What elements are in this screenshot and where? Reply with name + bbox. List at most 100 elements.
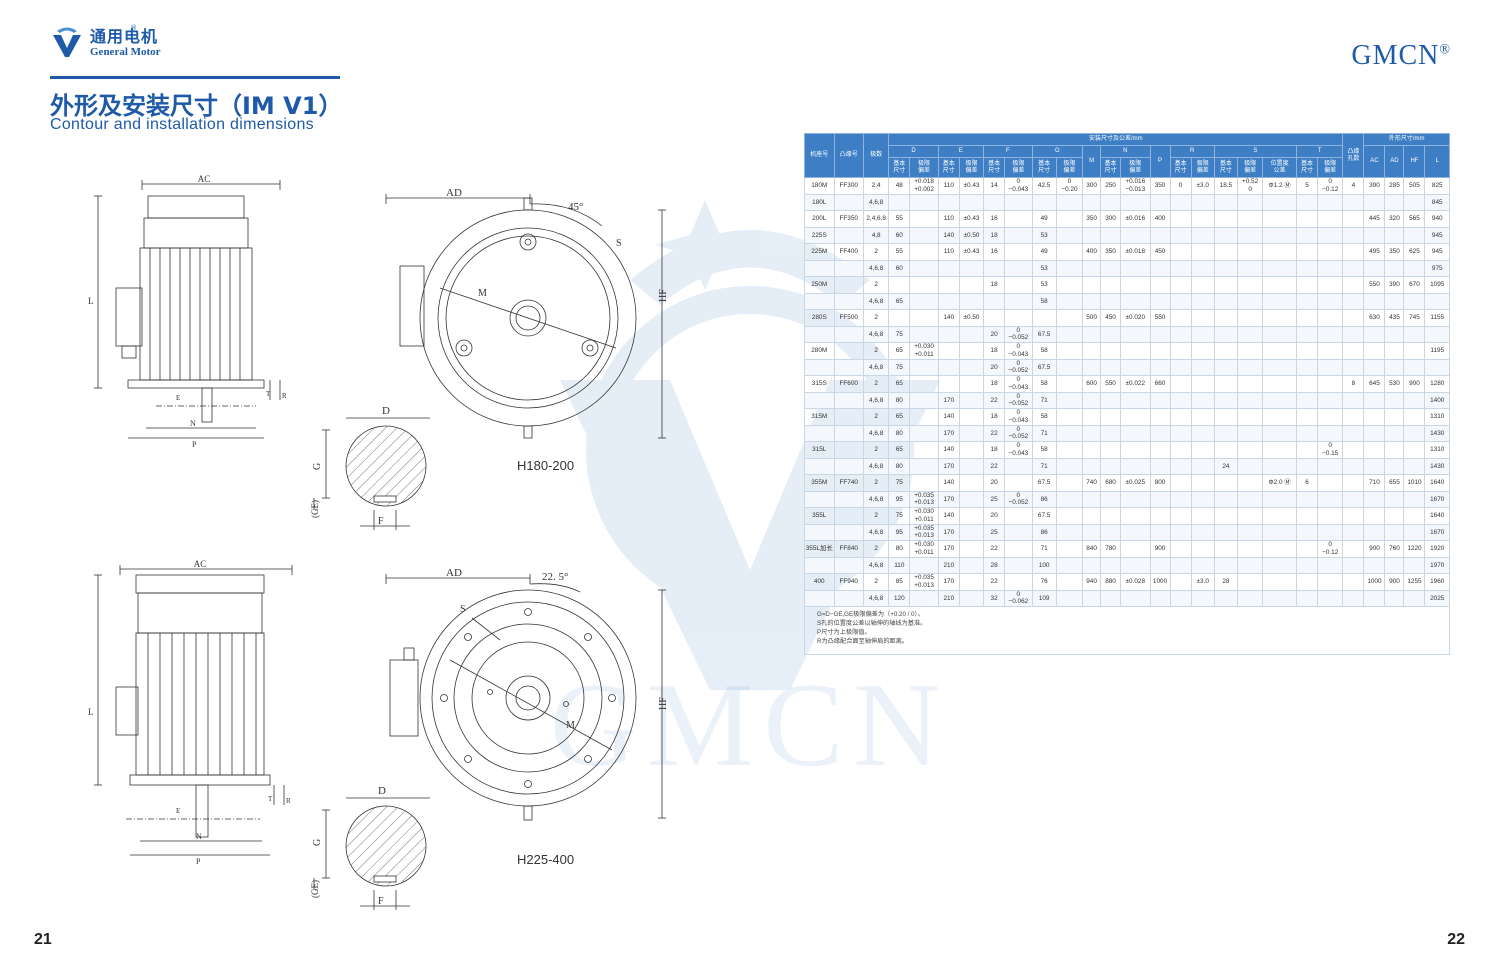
dim-f-label: F <box>378 516 384 527</box>
table-cell <box>1082 391 1102 409</box>
table-cell: 80 <box>888 457 911 475</box>
table-cell: 1670 <box>1424 490 1450 508</box>
table-cell <box>1120 490 1151 508</box>
table-cell: +0.52 0 <box>1236 177 1264 195</box>
table-cell <box>1317 424 1344 442</box>
table-cell <box>1262 309 1297 327</box>
table-cell <box>1004 276 1033 294</box>
table-cell <box>1149 556 1171 574</box>
table-cell: 4,6,8 <box>862 424 890 442</box>
table-cell <box>1384 556 1405 574</box>
sub-g-basic: 基本 尺寸 <box>1031 157 1057 178</box>
table-cell <box>1384 424 1405 442</box>
table-cell <box>1262 556 1297 574</box>
table-cell <box>958 375 985 393</box>
table-cell: 350 <box>1100 243 1122 261</box>
table-cell: 140 <box>937 507 960 525</box>
table-cell <box>1004 226 1033 244</box>
table-cell: 900 <box>1149 540 1171 558</box>
table-cell: 180M <box>804 177 835 195</box>
table-cell <box>1082 457 1102 475</box>
table-cell: 5 <box>1295 177 1319 195</box>
table-cell <box>1055 193 1084 211</box>
shaft-section-h225-svg: D G (GE) F <box>310 785 430 910</box>
table-cell: 0 −0.043 <box>1004 375 1033 393</box>
table-cell <box>958 457 985 475</box>
table-cell: 28 <box>1213 573 1238 591</box>
angle-label-2: 22. 5° <box>542 571 568 583</box>
header-flange: 凸缘号 <box>833 133 864 178</box>
brand-registered-mark: ® <box>1439 42 1451 58</box>
shaft-section-drawing-h180: D G (GE) F <box>300 400 440 540</box>
table-cell: 210 <box>937 589 960 607</box>
table-cell: 18 <box>983 408 1006 426</box>
table-cell <box>1262 441 1297 459</box>
table-cell <box>1262 589 1297 607</box>
table-cell <box>1295 375 1319 393</box>
note-item: S孔的位置度公差以轴伸的轴线为基准。 <box>817 620 927 627</box>
table-cell <box>1149 259 1171 277</box>
header-t: T <box>1295 145 1344 158</box>
table-cell <box>1236 226 1264 244</box>
dim-s-label-2: S <box>460 604 466 615</box>
dim-ac-label-2: AC <box>194 559 207 569</box>
table-cell <box>888 309 911 327</box>
table-cell <box>1100 292 1122 310</box>
table-cell <box>1262 391 1297 409</box>
table-cell <box>1262 457 1297 475</box>
table-cell <box>1120 408 1151 426</box>
table-cell <box>909 358 939 376</box>
table-cell <box>1004 292 1033 310</box>
table-cell <box>1082 259 1102 277</box>
table-cell: 58 <box>1031 408 1057 426</box>
table-cell: 65 <box>888 408 911 426</box>
table-cell: Φ2.0 Ⓜ <box>1262 474 1297 492</box>
table-cell <box>1403 457 1426 475</box>
table-cell: 140 <box>937 474 960 492</box>
table-cell: 530 <box>1384 375 1405 393</box>
table-cell <box>1342 210 1365 228</box>
table-cell: 450 <box>1149 243 1171 261</box>
table-cell: 2 <box>862 474 890 492</box>
table-cell <box>1317 276 1344 294</box>
table-cell: 0 −0.12 <box>1317 177 1344 195</box>
table-cell: 8 <box>1342 375 1365 393</box>
table-cell: 2,4 <box>862 177 890 195</box>
table-cell <box>1403 259 1426 277</box>
table-cell <box>1082 358 1102 376</box>
table-cell <box>958 573 985 591</box>
note-item: R为凸缘配合面至轴伸肩的距离。 <box>817 638 909 645</box>
table-cell <box>1236 540 1264 558</box>
table-cell <box>1100 358 1122 376</box>
table-cell <box>1055 325 1084 343</box>
table-cell <box>1169 507 1192 525</box>
table-cell <box>1100 325 1122 343</box>
table-cell: 900 <box>1363 540 1386 558</box>
table-cell: 0 −0.052 <box>1004 391 1033 409</box>
table-cell: 1155 <box>1424 309 1450 327</box>
sub-d-basic: 基本 尺寸 <box>888 157 911 178</box>
table-cell: 250M <box>804 276 835 294</box>
table-cell <box>909 276 939 294</box>
table-cell: 18 <box>983 375 1006 393</box>
table-cell <box>1169 325 1192 343</box>
table-cell <box>1149 507 1171 525</box>
table-cell: 1430 <box>1424 424 1450 442</box>
table-cell <box>1213 226 1238 244</box>
table-cell <box>1384 259 1405 277</box>
table-cell <box>1004 210 1033 228</box>
brand-wordmark: GMCN® <box>1351 40 1451 72</box>
dim-m-label: M <box>478 288 487 299</box>
table-cell: 625 <box>1403 243 1426 261</box>
table-cell <box>909 457 939 475</box>
table-cell <box>804 292 835 310</box>
table-cell <box>1120 540 1151 558</box>
table-cell <box>1317 490 1344 508</box>
header-install-dimensions: 安装尺寸及公差/mm <box>888 133 1344 146</box>
table-cell <box>1055 490 1084 508</box>
table-cell <box>1169 589 1192 607</box>
